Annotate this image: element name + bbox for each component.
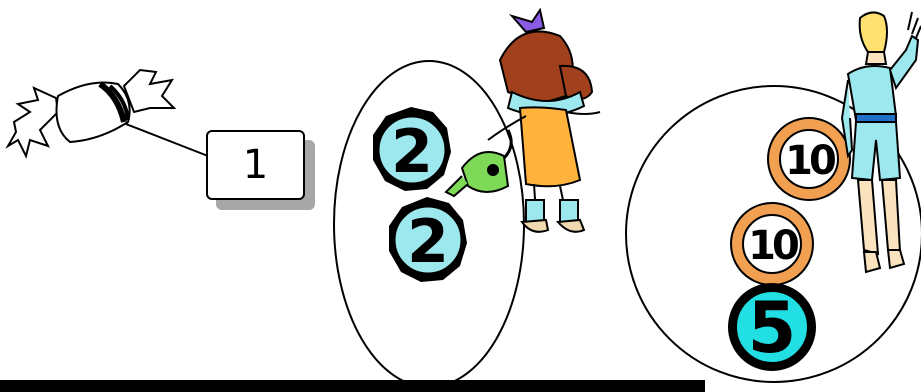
price-label: 1 bbox=[206, 130, 305, 200]
coin-10-b: 10 bbox=[730, 202, 814, 286]
candy-icon bbox=[5, 68, 209, 159]
coin-10-a: 10 bbox=[767, 117, 851, 201]
coin-2-a-label: 2 bbox=[391, 117, 433, 187]
coin-2-b: 2 bbox=[389, 197, 467, 282]
coin-5: 5 bbox=[728, 283, 816, 371]
coin-10-a-label: 10 bbox=[785, 138, 835, 184]
waving-woman-icon bbox=[840, 11, 921, 274]
bottom-bar bbox=[0, 380, 705, 392]
coin-10-b-label: 10 bbox=[748, 223, 798, 269]
coin-2-a: 2 bbox=[373, 107, 451, 191]
coin-5-label: 5 bbox=[748, 287, 797, 369]
coin-2-b-label: 2 bbox=[407, 207, 449, 277]
girl-with-watering-can-icon bbox=[444, 7, 601, 233]
